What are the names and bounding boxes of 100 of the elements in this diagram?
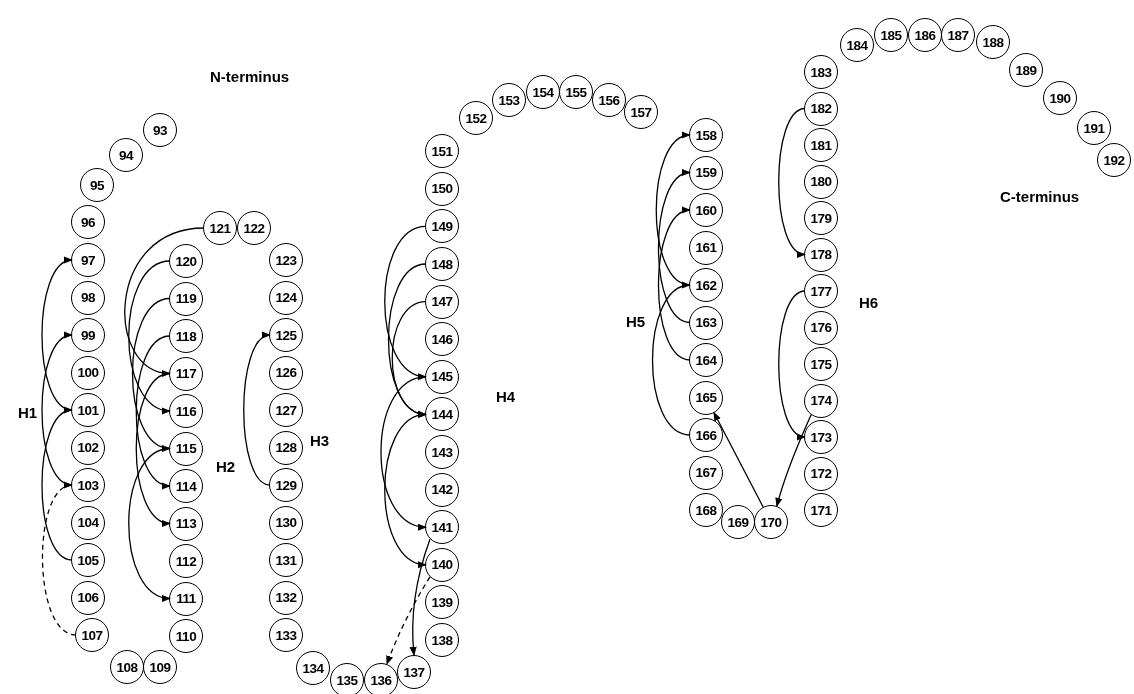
residue-circle: 117: [169, 356, 203, 391]
residue-circle: 148: [425, 247, 459, 281]
residue-circle: 137: [397, 655, 431, 689]
arrow: [41, 484, 77, 636]
arrow: [651, 283, 691, 436]
residue-circle: 114: [169, 469, 203, 503]
residue-circle: 171: [804, 493, 838, 527]
residue-circle: 181: [804, 128, 838, 162]
helix-label: H1: [18, 404, 38, 421]
residue-circle: 150: [425, 171, 459, 206]
arrow: [384, 225, 427, 379]
residue-circle: 176: [804, 310, 838, 345]
residue-circle: 189: [1009, 53, 1043, 87]
residue-circle: 98: [71, 280, 105, 315]
residue-circle: 178: [804, 237, 838, 272]
residue-circle: 95: [80, 168, 114, 202]
terminus-label: N-terminus: [210, 68, 290, 85]
residue-circle: 182: [804, 91, 838, 126]
residue-circle: 183: [804, 55, 838, 89]
residue-circle: 175: [804, 347, 838, 381]
residue-circle: 96: [71, 205, 105, 239]
arrow: [713, 411, 764, 508]
residue-circle: 127: [269, 393, 303, 427]
residue-circle: 113: [169, 506, 203, 541]
arrow: [380, 376, 427, 530]
residue-circle: 149: [425, 209, 459, 244]
residue-circle: 107: [75, 618, 109, 652]
residue-circle: 124: [269, 280, 303, 315]
residue-circle: 169: [721, 505, 755, 539]
residue-circle: 162: [689, 268, 723, 302]
residue-circle: 155: [559, 75, 593, 109]
residue-circle: 104: [71, 505, 105, 540]
residue-circle: 165: [689, 380, 723, 415]
residue-circle: 128: [269, 430, 303, 465]
residue-circle: 94: [109, 138, 143, 172]
residue-circle: 187: [941, 18, 975, 52]
residue-circle: 184: [840, 28, 874, 62]
helix-label: H3: [310, 432, 330, 449]
arrow: [243, 334, 271, 486]
helix-label: H6: [859, 294, 879, 311]
arrow: [657, 171, 691, 324]
residue-circle: 185: [874, 18, 908, 52]
arrow: [655, 133, 691, 286]
residue-circle: 125: [269, 318, 303, 352]
arrow: [135, 372, 171, 525]
helix-label: H4: [496, 388, 516, 405]
residue-circle: 152: [459, 101, 493, 135]
residue-circle: 153: [492, 83, 526, 117]
residue-circle: 140: [425, 547, 459, 582]
residue-circle: 144: [425, 397, 459, 432]
residue-circle: 172: [804, 456, 838, 491]
residue-circle: 115: [169, 431, 203, 466]
residue-circle: 146: [425, 322, 459, 357]
residue-circle: 99: [71, 318, 105, 352]
residue-circle: 161: [689, 230, 723, 265]
residue-circle: 174: [804, 383, 838, 418]
residue-circle: 122: [237, 211, 271, 245]
residue-circle: 123: [269, 243, 303, 277]
residue-circle: 154: [526, 75, 560, 109]
residue-circle: 109: [143, 650, 177, 684]
arrow: [409, 538, 431, 656]
residue-circle: 101: [71, 393, 105, 427]
residue-circle: 131: [269, 543, 303, 577]
residue-circle: 133: [269, 618, 303, 652]
residue-circle: 108: [110, 650, 144, 684]
residue-circle: 179: [804, 201, 838, 235]
residue-circle: 159: [689, 155, 723, 190]
residue-circle: 156: [592, 83, 626, 117]
arrow: [657, 208, 691, 361]
residue-circle: 105: [71, 543, 105, 577]
residue-circle: 119: [169, 281, 203, 316]
residue-circle: 106: [71, 580, 105, 615]
residue-circle: 138: [425, 623, 459, 657]
residue-circle: 173: [804, 420, 838, 454]
residue-circle: 121: [203, 211, 237, 245]
residue-circle: 93: [143, 113, 177, 147]
residue-circle: 164: [689, 343, 723, 377]
residue-circle: 166: [689, 418, 723, 452]
residue-circle: 139: [425, 585, 459, 620]
arrow: [41, 409, 73, 561]
arrow: [775, 413, 812, 507]
residue-circle: 147: [425, 284, 459, 319]
residue-circle: 120: [169, 244, 203, 278]
arrow: [386, 576, 431, 665]
residue-circle: 100: [71, 355, 105, 390]
residue-circle: 170: [754, 505, 788, 539]
helix-label: H5: [626, 313, 646, 330]
arrow: [384, 413, 427, 567]
residue-circle: 168: [689, 493, 723, 527]
residue-circle: 103: [71, 468, 105, 502]
residue-circle: 118: [169, 319, 203, 353]
arrow: [41, 259, 73, 411]
residue-circle: 143: [425, 435, 459, 469]
helix-label: H2: [216, 458, 236, 475]
residue-circle: 142: [425, 472, 459, 507]
residue-circle: 151: [425, 134, 459, 169]
residue-circle: 167: [689, 455, 723, 490]
arrow: [128, 260, 171, 413]
residue-circle: 157: [624, 95, 658, 129]
arrow: [135, 335, 171, 488]
